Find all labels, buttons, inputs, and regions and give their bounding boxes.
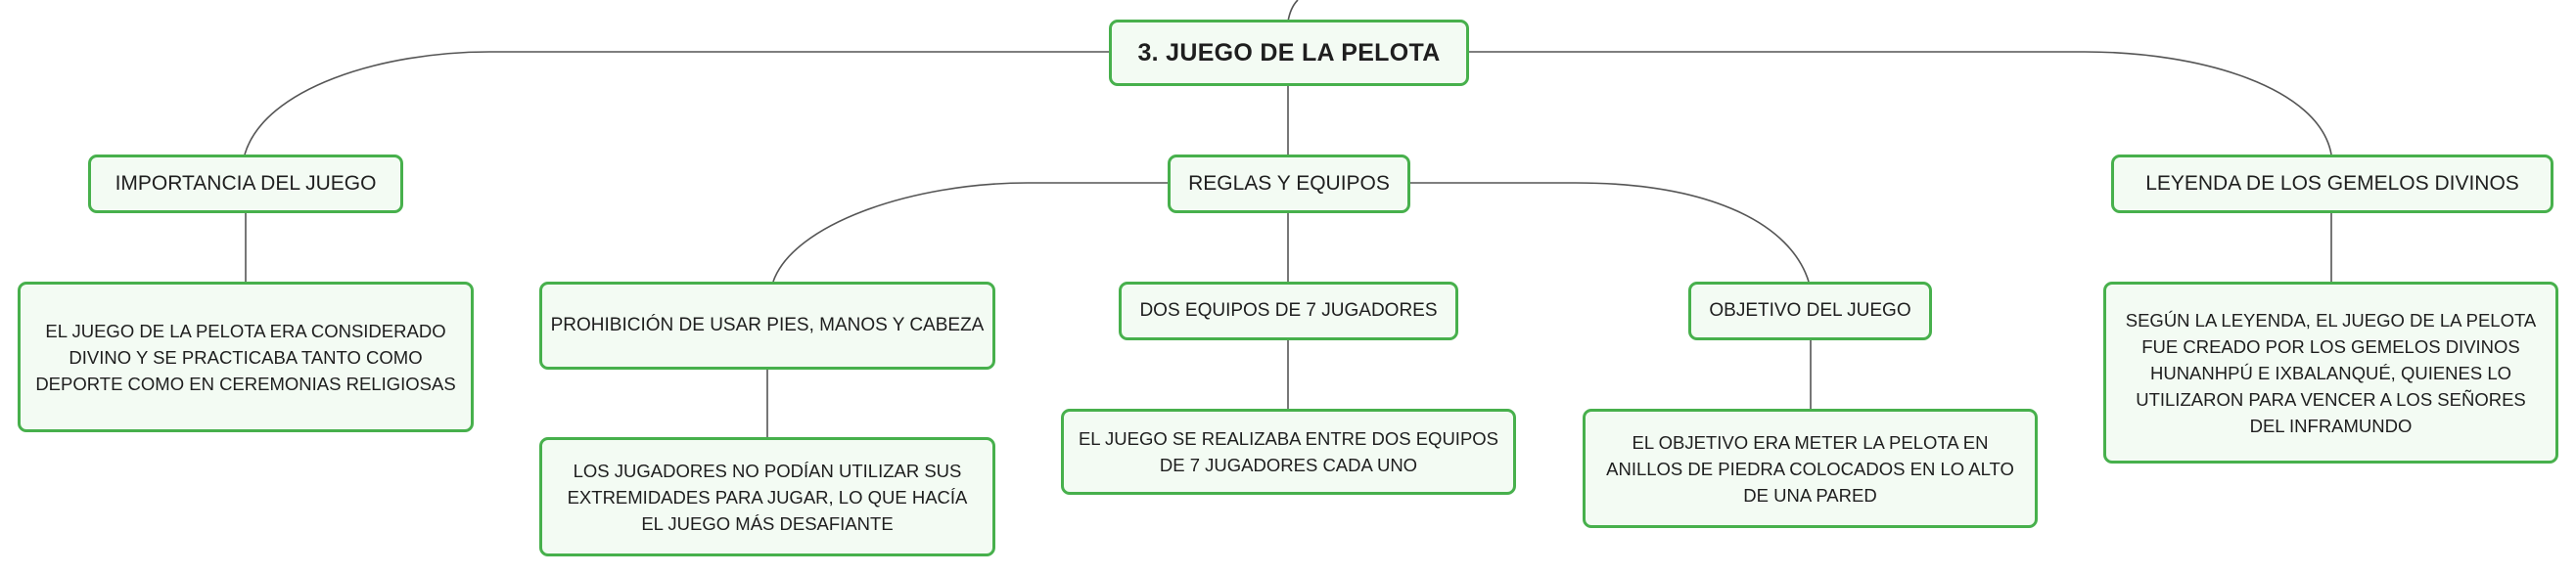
leaf-dos-equipos-text: EL JUEGO SE REALIZABA ENTRE DOS EQUIPOS …: [1078, 428, 1499, 475]
leaf-leyenda-text: SEGÚN LA LEYENDA, EL JUEGO DE LA PELOTA …: [2125, 309, 2537, 436]
node-prohibicion[interactable]: PROHIBICIÓN DE USAR PIES, MANOS Y CABEZA: [539, 282, 995, 370]
node-leyenda-gemelos-divinos[interactable]: LEYENDA DE LOS GEMELOS DIVINOS: [2111, 155, 2553, 213]
node-importancia-del-juego[interactable]: IMPORTANCIA DEL JUEGO: [88, 155, 403, 213]
root-node-label: 3. JUEGO DE LA PELOTA: [1137, 38, 1441, 66]
leaf-prohibicion[interactable]: LOS JUGADORES NO PODÍAN UTILIZAR SUS EXT…: [539, 437, 995, 556]
leaf-prohibicion-text: LOS JUGADORES NO PODÍAN UTILIZAR SUS EXT…: [567, 460, 968, 534]
edge-root-parent: [1287, 0, 1299, 22]
node-objetivo-del-juego[interactable]: OBJETIVO DEL JUEGO: [1688, 282, 1932, 340]
leaf-importancia[interactable]: EL JUEGO DE LA PELOTA ERA CONSIDERADO DI…: [18, 282, 474, 432]
edge-reglas-prohibicion: [772, 182, 1170, 283]
leaf-importancia-text: EL JUEGO DE LA PELOTA ERA CONSIDERADO DI…: [35, 320, 456, 394]
node-reglas-y-equipos[interactable]: REGLAS Y EQUIPOS: [1168, 155, 1410, 213]
edge-reglas-objetivo: [1409, 182, 1810, 283]
root-node[interactable]: 3. JUEGO DE LA PELOTA: [1109, 20, 1469, 86]
node-dos-equipos-label: DOS EQUIPOS DE 7 JUGADORES: [1139, 300, 1438, 321]
node-prohibicion-label: PROHIBICIÓN DE USAR PIES, MANOS Y CABEZA: [550, 315, 985, 335]
node-importancia-del-juego-label: IMPORTANCIA DEL JUEGO: [115, 172, 377, 195]
node-leyenda-gemelos-divinos-label: LEYENDA DE LOS GEMELOS DIVINOS: [2145, 172, 2519, 195]
leaf-objetivo[interactable]: EL OBJETIVO ERA METER LA PELOTA EN ANILL…: [1583, 409, 2038, 528]
node-reglas-y-equipos-label: REGLAS Y EQUIPOS: [1188, 172, 1390, 195]
edge-root-importancia: [244, 51, 1109, 155]
leaf-leyenda[interactable]: SEGÚN LA LEYENDA, EL JUEGO DE LA PELOTA …: [2103, 282, 2558, 464]
leaf-dos-equipos[interactable]: EL JUEGO SE REALIZABA ENTRE DOS EQUIPOS …: [1061, 409, 1516, 495]
node-dos-equipos[interactable]: DOS EQUIPOS DE 7 JUGADORES: [1119, 282, 1458, 340]
leaf-objetivo-text: EL OBJETIVO ERA METER LA PELOTA EN ANILL…: [1606, 431, 2014, 506]
edge-root-leyenda: [1468, 51, 2332, 155]
node-objetivo-del-juego-label: OBJETIVO DEL JUEGO: [1709, 300, 1911, 321]
